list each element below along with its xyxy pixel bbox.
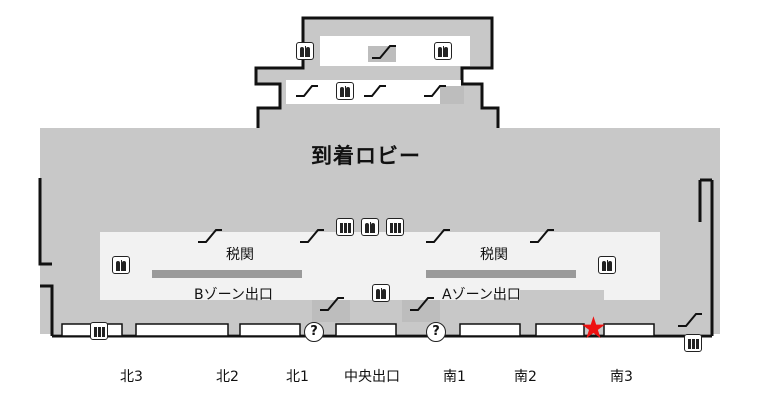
- customs-label-a: 税関: [480, 247, 508, 263]
- locker-icon: [90, 322, 108, 340]
- locker-icon: [336, 218, 354, 236]
- restroom-icon: [598, 256, 616, 274]
- exit-minami1: 南1: [443, 369, 466, 385]
- exit-gates: [61, 323, 655, 337]
- information-icon: ?: [426, 322, 446, 342]
- customs-booths: [152, 270, 576, 278]
- restroom-icon: [361, 218, 379, 236]
- customs-zone: [100, 232, 660, 300]
- restroom-icon: [336, 82, 354, 100]
- locker-icon: [386, 218, 404, 236]
- stairs: [312, 46, 464, 322]
- escalator-icons: [198, 45, 702, 327]
- arrival-lobby-title: 到着ロビー: [311, 144, 421, 168]
- information-icon: ?: [304, 322, 324, 342]
- zone-a-exit-label: Aゾーン出口: [442, 287, 521, 303]
- restroom-icon: [296, 42, 314, 60]
- restroom-icon: [434, 42, 452, 60]
- exit-kita3: 北3: [120, 369, 143, 385]
- exit-chuo: 中央出口: [344, 369, 400, 385]
- exit-kita1: 北1: [286, 369, 309, 385]
- exit-minami2: 南2: [514, 369, 537, 385]
- mezzanine-area: [254, 16, 500, 132]
- exit-kita2: 北2: [216, 369, 239, 385]
- current-location-star-icon: ★: [580, 311, 607, 346]
- zone-b-exit-label: Bゾーン出口: [194, 287, 273, 303]
- locker-icon: [684, 334, 702, 352]
- restroom-icon: [372, 284, 390, 302]
- exit-minami3: 南3: [610, 369, 633, 385]
- customs-label-b: 税関: [226, 247, 254, 263]
- restroom-icon: [112, 256, 130, 274]
